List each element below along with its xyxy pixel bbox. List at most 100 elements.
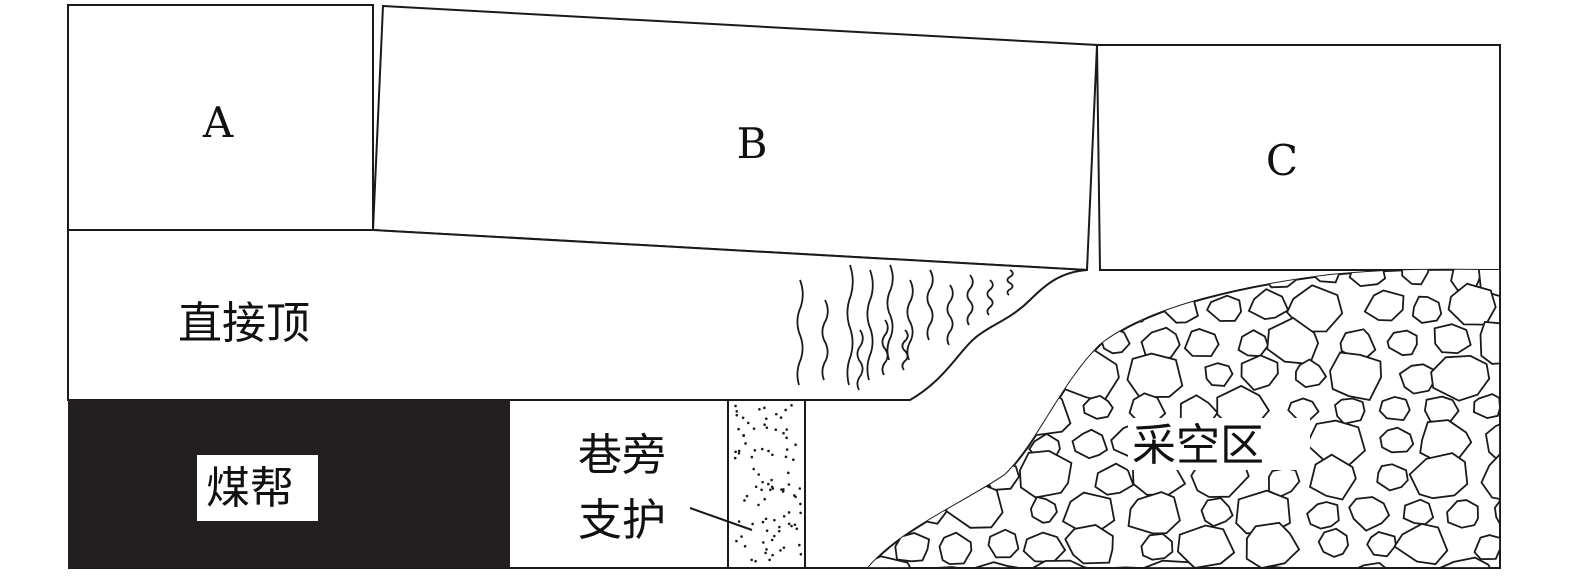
dot — [763, 423, 766, 427]
rubble-block — [1393, 522, 1449, 566]
rubble-block — [967, 561, 1021, 568]
rubble-block — [1074, 293, 1107, 321]
dot — [785, 428, 789, 431]
dot — [794, 443, 797, 446]
dot — [757, 503, 760, 507]
rubble-block — [868, 496, 907, 529]
dot — [779, 416, 783, 419]
rubble-block — [868, 461, 881, 495]
dot — [744, 442, 747, 445]
rubble-block — [1142, 559, 1198, 568]
rubble-block — [1334, 397, 1366, 425]
rubble-block — [1306, 501, 1340, 530]
rubble-block — [1378, 395, 1411, 422]
dot — [782, 514, 786, 518]
rubble-block — [1071, 428, 1109, 460]
dot — [782, 431, 785, 435]
rubble-block — [1480, 451, 1500, 501]
dot — [787, 511, 791, 514]
dot — [752, 467, 756, 471]
rubble-block — [1379, 426, 1415, 454]
dot — [790, 524, 793, 528]
dot — [798, 487, 802, 490]
dot — [743, 544, 747, 548]
dot — [780, 488, 783, 491]
rubble-block — [1032, 559, 1088, 568]
dot — [762, 541, 765, 544]
fracture-line — [856, 329, 864, 391]
rubble-block — [1376, 463, 1409, 492]
rubble-block — [1140, 532, 1174, 561]
dot — [760, 447, 764, 451]
dot — [761, 520, 765, 524]
dot — [758, 407, 761, 411]
dot — [770, 538, 774, 542]
support-fill-dots — [733, 404, 803, 563]
rubble-block — [1438, 556, 1492, 568]
leader-line — [689, 507, 753, 531]
rubble-block — [1294, 358, 1328, 389]
dot — [765, 529, 769, 533]
dot — [754, 485, 758, 489]
immediate-roof-label: 直接顶 — [178, 298, 310, 349]
fracture-line — [796, 279, 804, 386]
dot — [740, 535, 743, 538]
dot — [735, 413, 739, 417]
gob-label: 采空区 — [1132, 420, 1264, 471]
dot — [795, 527, 799, 531]
dot — [799, 511, 802, 515]
fracture-line — [966, 274, 974, 326]
dot — [734, 450, 737, 454]
fracture-lines — [796, 264, 1014, 391]
rubble-block — [1317, 527, 1349, 558]
dot — [767, 482, 770, 486]
dot — [768, 488, 772, 492]
rubble-block — [1245, 521, 1301, 568]
dot — [733, 456, 737, 460]
rubble-block — [1308, 453, 1357, 501]
dot — [787, 522, 791, 526]
fracture-line — [901, 329, 909, 371]
rubble-block — [920, 431, 950, 457]
dot — [774, 428, 778, 432]
rubble-block — [1263, 565, 1295, 568]
roadside-support: 巷旁 支护 — [578, 399, 806, 569]
dot — [752, 427, 756, 430]
dot — [737, 449, 741, 453]
block-b-label: B — [737, 119, 768, 168]
dot — [767, 449, 770, 453]
dot — [774, 412, 778, 416]
block-a-label: A — [202, 98, 234, 147]
dot — [773, 534, 776, 538]
dot — [764, 551, 767, 555]
dot — [785, 436, 788, 440]
dot — [737, 427, 740, 431]
rubble-block — [1411, 295, 1443, 324]
dot — [787, 483, 791, 486]
block-c-label: C — [1266, 136, 1298, 185]
rubble-block — [1082, 394, 1114, 420]
rubble-block — [1003, 326, 1034, 354]
rubble-block — [1126, 352, 1184, 399]
rubble-block — [1408, 452, 1469, 500]
dot — [765, 417, 768, 421]
dot — [768, 558, 771, 562]
dot — [763, 406, 766, 410]
dot — [790, 404, 793, 407]
fracture-line — [821, 299, 829, 381]
dot — [734, 404, 737, 408]
rubble-block — [1247, 288, 1290, 321]
dot — [754, 559, 757, 563]
rubble-block — [947, 389, 1005, 435]
rubble-block — [1286, 284, 1344, 333]
rubble-block — [946, 414, 1003, 464]
rubble-block — [1176, 524, 1236, 568]
rubble-block — [1479, 320, 1500, 365]
dot — [746, 421, 750, 425]
rubble-block — [1423, 395, 1460, 423]
coal-side-label: 煤帮 — [206, 463, 294, 514]
rubble-block — [959, 361, 997, 395]
dot — [751, 522, 754, 526]
dot — [792, 458, 795, 462]
fracture-line — [986, 279, 994, 316]
